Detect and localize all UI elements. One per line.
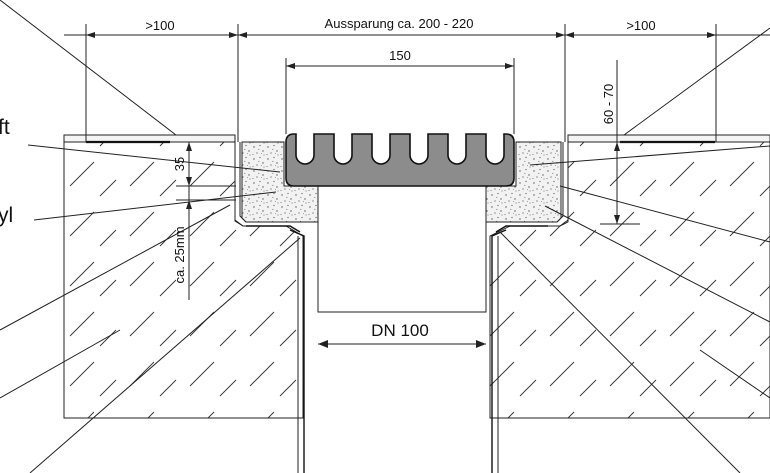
dim-frame-height: 60 - 70 xyxy=(601,84,616,124)
label-left-upper: ft xyxy=(0,116,10,139)
dim-left-overlap: >100 xyxy=(145,18,174,33)
floor-covering xyxy=(63,134,770,144)
dimension-lines xyxy=(64,24,770,348)
dim-top-depth: 35 xyxy=(172,157,187,171)
dim-recess: Aussparung ca. 200 - 220 xyxy=(325,16,474,31)
dim-pipe-diameter: DN 100 xyxy=(371,321,429,340)
label-left-middle: yl xyxy=(0,204,13,227)
dim-right-overlap: >100 xyxy=(626,18,655,33)
mortar-bed xyxy=(241,141,562,223)
drain-pipe xyxy=(246,185,548,473)
dim-bottom-depth: ca. 25mm xyxy=(172,226,187,283)
concrete-right xyxy=(489,141,770,419)
grate xyxy=(285,133,515,187)
dim-grate-width: 150 xyxy=(389,48,411,63)
